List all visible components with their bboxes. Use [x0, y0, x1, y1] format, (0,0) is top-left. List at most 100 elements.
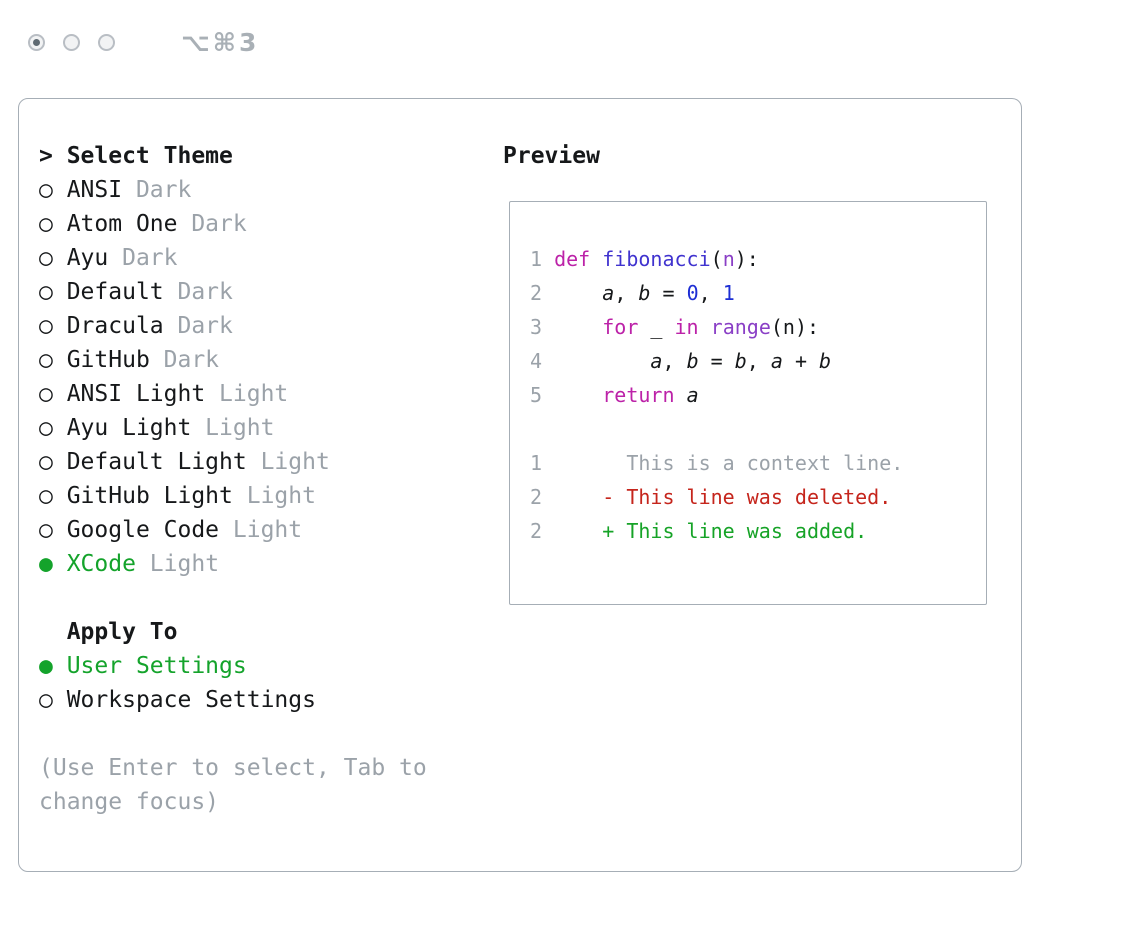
theme-option-default-light[interactable]: ○ Default Light Light: [39, 445, 427, 479]
radio-icon: ○: [39, 449, 67, 475]
theme-selector-panel: > Select Theme ○ ANSI Dark○ Atom One Dar…: [18, 98, 1022, 872]
theme-name: ANSI: [66, 177, 123, 203]
code-token: +: [782, 349, 820, 373]
radio-icon: ○: [39, 517, 67, 543]
code-line: 2 + This line was added.: [530, 514, 986, 548]
code-token: b: [819, 349, 832, 373]
code-token: return: [602, 383, 675, 407]
code-token: This is a context line.: [554, 451, 904, 475]
line-number: 4: [530, 349, 555, 373]
theme-variant: Light: [219, 517, 303, 543]
radio-selected-icon: ●: [39, 653, 67, 679]
code-token: [554, 281, 602, 305]
code-token: [554, 315, 602, 339]
theme-name: GitHub Light: [66, 483, 233, 509]
apply-option-user-settings[interactable]: ● User Settings: [39, 649, 427, 683]
code-line-blank: [530, 412, 986, 446]
code-line: 2 - This line was deleted.: [530, 480, 986, 514]
code-token: 1: [722, 281, 735, 305]
theme-name: Dracula: [66, 313, 164, 339]
theme-option-default[interactable]: ○ Default Dark: [39, 275, 427, 309]
theme-name: Ayu: [66, 245, 109, 271]
theme-option-dracula[interactable]: ○ Dracula Dark: [39, 309, 427, 343]
code-token: + This line was added.: [554, 519, 868, 543]
radio-icon: ○: [39, 313, 67, 339]
code-line: 4 a, b = b, a + b: [530, 344, 986, 378]
code-token: a: [770, 349, 783, 373]
line-number: [530, 417, 554, 441]
line-number: 1: [530, 247, 555, 271]
theme-list-column: > Select Theme ○ ANSI Dark○ Atom One Dar…: [39, 139, 427, 819]
theme-option-github-light[interactable]: ○ GitHub Light Light: [39, 479, 427, 513]
code-token: n: [722, 247, 735, 271]
code-token: b: [734, 349, 747, 373]
radio-icon: ○: [39, 245, 67, 271]
apply-to-title: Apply To: [66, 619, 178, 645]
apply-to-list: ● User Settings○ Workspace Settings: [39, 649, 427, 717]
theme-variant: Dark: [177, 211, 247, 237]
code-token: ,: [614, 281, 639, 305]
code-token: [675, 383, 687, 407]
theme-variant: Light: [246, 449, 330, 475]
theme-option-github[interactable]: ○ GitHub Dark: [39, 343, 427, 377]
theme-option-ayu[interactable]: ○ Ayu Dark: [39, 241, 427, 275]
theme-name: Default: [66, 279, 164, 305]
radio-icon: ○: [39, 177, 67, 203]
theme-name: Atom One: [66, 211, 178, 237]
code-token: [699, 315, 711, 339]
code-token: 0: [686, 281, 699, 305]
code-token: =: [650, 281, 687, 305]
code-line: 1 def fibonacci(n):: [530, 242, 986, 276]
code-token: for: [602, 315, 639, 339]
code-token: range: [710, 315, 771, 339]
code-line: 2 a, b = 0, 1: [530, 276, 986, 310]
code-token: =: [698, 349, 735, 373]
theme-variant: Dark: [163, 313, 233, 339]
theme-option-google-code[interactable]: ○ Google Code Light: [39, 513, 427, 547]
code-token: [554, 349, 650, 373]
spacer: [39, 581, 427, 615]
theme-option-xcode[interactable]: ● XCode Light: [39, 547, 427, 581]
radio-icon: ○: [39, 687, 67, 713]
code-line: 3 for _ in range(n):: [530, 310, 986, 344]
theme-variant: Light: [135, 551, 220, 577]
code-token: ,: [662, 349, 687, 373]
window-control-3-icon[interactable]: [98, 34, 115, 51]
radio-icon: ○: [39, 483, 67, 509]
theme-variant: Light: [205, 381, 289, 407]
code-line: 5 return a: [530, 378, 986, 412]
radio-icon: ○: [39, 381, 67, 407]
select-theme-title: > Select Theme: [39, 143, 233, 169]
line-number: 2: [530, 519, 555, 543]
radio-selected-icon: ●: [39, 551, 67, 577]
code-token: a: [602, 281, 615, 305]
apply-option-label: User Settings: [66, 653, 247, 679]
window-control-2-icon[interactable]: [63, 34, 80, 51]
theme-option-ansi-light[interactable]: ○ ANSI Light Light: [39, 377, 427, 411]
titlebar: ⌥⌘3: [28, 28, 259, 57]
line-number: 1: [530, 451, 555, 475]
keyboard-shortcut-label: ⌥⌘3: [181, 28, 260, 57]
apply-option-workspace-settings[interactable]: ○ Workspace Settings: [39, 683, 427, 717]
theme-variant: Light: [232, 483, 316, 509]
code-token: b: [638, 281, 651, 305]
code-token: fibonacci: [602, 247, 711, 271]
theme-name: ANSI Light: [66, 381, 206, 407]
code-token: [590, 247, 602, 271]
code-token: (: [710, 247, 723, 271]
theme-option-ansi[interactable]: ○ ANSI Dark: [39, 173, 427, 207]
code-token: def: [554, 247, 591, 271]
theme-option-ayu-light[interactable]: ○ Ayu Light Light: [39, 411, 427, 445]
radio-icon: ○: [39, 211, 67, 237]
window-control-1-icon[interactable]: [28, 34, 45, 51]
theme-name: GitHub: [66, 347, 150, 373]
hint-line: (Use Enter to select, Tab to: [39, 755, 427, 781]
line-number: 3: [530, 315, 555, 339]
code-token: in: [674, 315, 699, 339]
line-number: 2: [530, 485, 555, 509]
theme-variant: Light: [191, 415, 275, 441]
line-number: 2: [530, 281, 555, 305]
theme-option-atom-one[interactable]: ○ Atom One Dark: [39, 207, 427, 241]
